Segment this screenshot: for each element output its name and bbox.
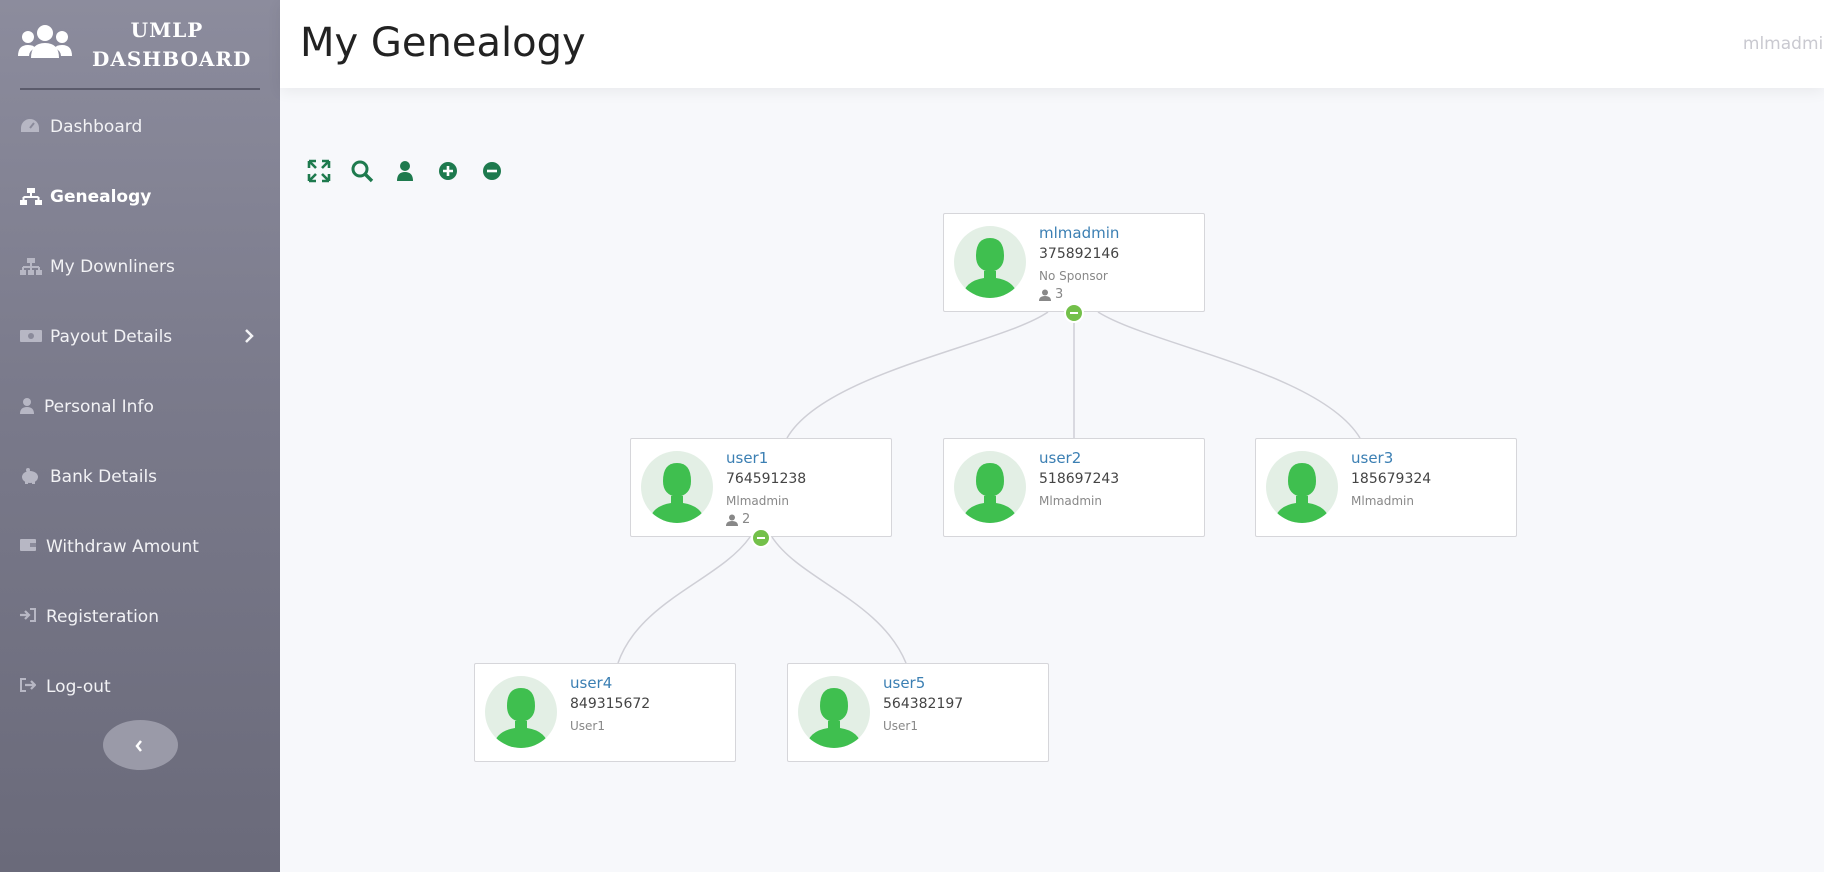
brand: UMLP DASHBOARD xyxy=(0,0,280,88)
connector-mlmadmin-user1 xyxy=(786,311,1049,439)
node-id: 764591238 xyxy=(726,471,807,487)
user-silhouette-icon xyxy=(962,463,1018,523)
sidebar-item-label: Dashboard xyxy=(50,117,143,137)
connector-user1-user4 xyxy=(617,536,751,664)
node-name[interactable]: user5 xyxy=(883,674,926,692)
avatar xyxy=(954,226,1026,298)
node-id: 375892146 xyxy=(1039,246,1120,262)
node-count-value: 3 xyxy=(1055,287,1064,302)
sidebar-nav: Dashboard Genealogy My Downliners Payout… xyxy=(0,92,280,722)
sidebar-item-label: Payout Details xyxy=(50,327,173,347)
fullscreen-icon[interactable] xyxy=(306,158,332,184)
connector-user1-user5 xyxy=(771,536,907,664)
minus-circle-icon[interactable] xyxy=(479,158,505,184)
node-name[interactable]: user3 xyxy=(1351,449,1394,467)
brand-title: UMLP DASHBOARD xyxy=(92,16,252,74)
sidebar-item-genealogy[interactable]: Genealogy xyxy=(0,162,280,232)
avatar xyxy=(485,676,557,748)
search-icon[interactable] xyxy=(349,158,375,184)
sidebar-item-personal-info[interactable]: Personal Info xyxy=(0,372,280,442)
sidebar-item-my-downliners[interactable]: My Downliners xyxy=(0,232,280,302)
sidebar-item-payout-details[interactable]: Payout Details xyxy=(0,302,280,372)
sidebar-item-dashboard[interactable]: Dashboard xyxy=(0,92,280,162)
wallet-icon xyxy=(20,538,38,556)
node-id: 185679324 xyxy=(1351,471,1432,487)
connector-mlmadmin-user3 xyxy=(1097,311,1361,439)
page-title: My Genealogy xyxy=(300,20,586,66)
money-icon xyxy=(20,328,42,346)
tree-node-user1[interactable]: user1 764591238 Mlmadmin 2 xyxy=(630,438,892,537)
tree-node-user5[interactable]: user5 564382197 User1 xyxy=(787,663,1049,762)
sidebar-item-label: Registeration xyxy=(46,607,159,627)
node-sponsor: User1 xyxy=(570,719,605,733)
brand-line-1: UMLP xyxy=(130,18,204,42)
tree-node-mlmadmin[interactable]: mlmadmin 375892146 No Sponsor 3 xyxy=(943,213,1205,312)
node-id: 849315672 xyxy=(570,696,651,712)
sidebar-divider xyxy=(20,88,260,90)
plus-circle-icon[interactable] xyxy=(435,158,461,184)
user-silhouette-icon xyxy=(962,238,1018,298)
node-downline-count: 3 xyxy=(1039,287,1063,302)
sign-out-icon xyxy=(20,678,38,696)
user-icon xyxy=(20,398,36,416)
node-count-value: 2 xyxy=(742,512,751,527)
user-icon xyxy=(726,514,738,526)
node-name[interactable]: user1 xyxy=(726,449,769,467)
node-name[interactable]: user2 xyxy=(1039,449,1082,467)
node-name[interactable]: mlmadmin xyxy=(1039,224,1120,242)
user-silhouette-icon xyxy=(493,688,549,748)
avatar xyxy=(1266,451,1338,523)
user-icon xyxy=(1039,289,1051,301)
sidebar-item-bank-details[interactable]: Bank Details xyxy=(0,442,280,512)
node-name[interactable]: user4 xyxy=(570,674,613,692)
sidebar-item-label: Withdraw Amount xyxy=(46,537,199,557)
node-downline-count: 2 xyxy=(726,512,750,527)
header-user-name[interactable]: mlmadmin xyxy=(1742,34,1824,54)
piggy-bank-icon xyxy=(20,468,42,486)
page-header: My Genealogy mlmadmin xyxy=(280,0,1824,88)
sidebar-item-label: Log-out xyxy=(46,677,111,697)
tree-node-user2[interactable]: user2 518697243 Mlmadmin xyxy=(943,438,1205,537)
node-sponsor: Mlmadmin xyxy=(726,494,789,508)
sidebar-item-label: My Downliners xyxy=(50,257,175,277)
hierarchy-icon xyxy=(20,258,42,276)
dashboard-icon xyxy=(20,118,42,136)
sidebar: UMLP DASHBOARD Dashboard Genealogy My Do… xyxy=(0,0,280,872)
node-id: 518697243 xyxy=(1039,471,1120,487)
users-group-icon xyxy=(18,25,72,58)
node-sponsor: No Sponsor xyxy=(1039,269,1108,283)
node-sponsor: User1 xyxy=(883,719,918,733)
sidebar-item-log-out[interactable]: Log-out xyxy=(0,652,280,722)
collapse-toggle-mlmadmin[interactable] xyxy=(1064,303,1084,323)
sidebar-item-withdraw-amount[interactable]: Withdraw Amount xyxy=(0,512,280,582)
sidebar-collapse-button[interactable] xyxy=(103,720,178,770)
user-silhouette-icon xyxy=(806,688,862,748)
user-icon[interactable] xyxy=(392,158,418,184)
sitemap-icon xyxy=(20,188,42,206)
tree-node-user3[interactable]: user3 185679324 Mlmadmin xyxy=(1255,438,1517,537)
user-silhouette-icon xyxy=(1274,463,1330,523)
collapse-toggle-user1[interactable] xyxy=(751,528,771,548)
avatar xyxy=(641,451,713,523)
sidebar-item-label: Personal Info xyxy=(44,397,154,417)
sidebar-item-registeration[interactable]: Registeration xyxy=(0,582,280,652)
node-sponsor: Mlmadmin xyxy=(1351,494,1414,508)
sign-in-icon xyxy=(20,608,38,626)
tree-node-user4[interactable]: user4 849315672 User1 xyxy=(474,663,736,762)
user-silhouette-icon xyxy=(649,463,705,523)
node-id: 564382197 xyxy=(883,696,964,712)
chevron-left-icon xyxy=(135,740,142,752)
sidebar-item-label: Genealogy xyxy=(50,187,152,207)
avatar xyxy=(954,451,1026,523)
avatar xyxy=(798,676,870,748)
node-sponsor: Mlmadmin xyxy=(1039,494,1102,508)
sidebar-item-label: Bank Details xyxy=(50,467,158,487)
chevron-right-icon xyxy=(245,329,254,343)
brand-line-2: DASHBOARD xyxy=(92,47,252,71)
